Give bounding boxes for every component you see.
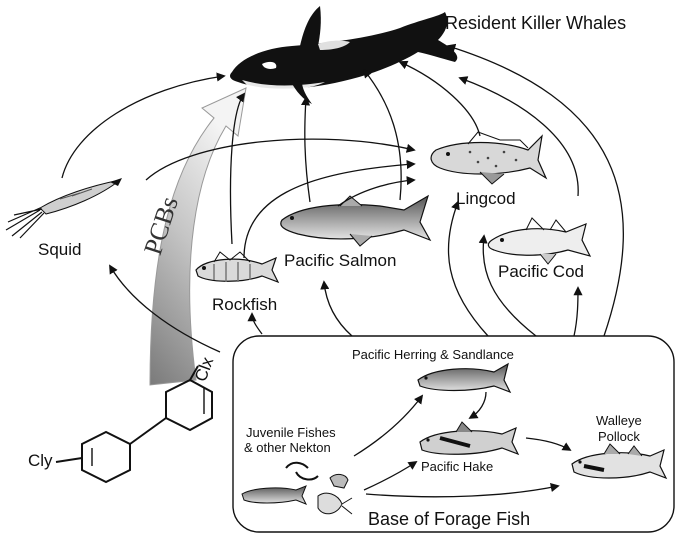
label-pollock: Pollock — [598, 429, 640, 444]
killer-whale-illustration — [230, 6, 458, 104]
label-base-of-forage-fish: Base of Forage Fish — [368, 509, 531, 529]
label-other-nekton: & other Nekton — [244, 440, 331, 455]
herring-illustration — [417, 362, 512, 394]
lingcod-illustration — [430, 131, 548, 185]
label-lingcod: Lingcod — [456, 189, 516, 208]
title-resident-killer-whales: Resident Killer Whales — [445, 13, 627, 33]
rockfish-illustration — [195, 251, 280, 284]
label-pacific-cod: Pacific Cod — [498, 262, 584, 281]
label-walleye: Walleye — [596, 413, 642, 428]
label-pacific-hake: Pacific Hake — [421, 459, 494, 474]
label-squid: Squid — [38, 240, 82, 259]
pollock-illustration — [571, 443, 668, 480]
food-web-arrows — [61, 43, 624, 498]
cod-illustration — [487, 217, 592, 265]
label-cly: Cly — [28, 451, 53, 470]
squid-illustration — [5, 178, 122, 239]
pcb-molecule — [55, 365, 213, 484]
hake-illustration — [419, 421, 520, 456]
pcb-biomagnification-arrow — [149, 87, 247, 386]
salmon-illustration — [280, 194, 432, 247]
nekton-illustration — [241, 461, 353, 515]
label-pacific-salmon: Pacific Salmon — [284, 251, 397, 270]
label-rockfish: Rockfish — [212, 295, 278, 314]
forage-fish-box — [232, 335, 675, 533]
label-juvenile-fishes: Juvenile Fishes — [246, 425, 336, 440]
label-herring-sandlance: Pacific Herring & Sandlance — [352, 347, 514, 362]
